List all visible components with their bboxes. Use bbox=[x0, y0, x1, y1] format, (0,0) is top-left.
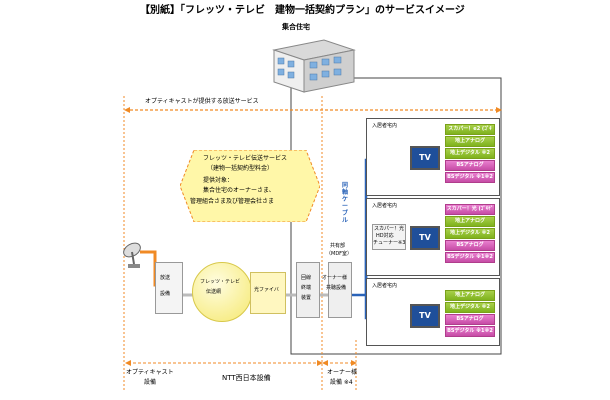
fiber-box bbox=[250, 272, 286, 314]
room-2-channel-1: スカパー！光 (ｺﾞｷｹﾞﾝﾁｬﾝﾈﾙ) bbox=[445, 204, 495, 215]
room-3-channel-2: 地上デジタル ※2 bbox=[445, 302, 495, 313]
bottom-owner-line2: 設備 ※4 bbox=[330, 379, 353, 386]
tuner-line3: チューナー※3 bbox=[373, 240, 406, 246]
fiber-label: 光ファイバ bbox=[254, 287, 279, 293]
satellite-dish-icon bbox=[123, 242, 141, 268]
flets-network-circle bbox=[192, 262, 252, 322]
callout-line4: 集合住宅のオーナーさま、 bbox=[203, 187, 275, 194]
room-1-channel-5: BSデジタル ※1※2 bbox=[445, 172, 495, 183]
room-2-channel-3: 地上デジタル ※2 bbox=[445, 228, 495, 239]
room-1-channel-4: BSアナログ bbox=[445, 160, 495, 171]
tuner-line2: HD対応 bbox=[376, 233, 394, 239]
apartment-building-icon bbox=[272, 39, 356, 93]
shared-area-line2: （MDF室） bbox=[326, 251, 353, 257]
bottom-owner-line1: オーナー様 bbox=[327, 369, 358, 376]
callout-line2: （建物一括契約型料金） bbox=[207, 165, 274, 172]
shared-area-line1: 共有部 bbox=[330, 243, 346, 249]
bottom-ntt: NTT西日本設備 bbox=[222, 374, 271, 382]
room-3-channel-4: BSデジタル ※1※2 bbox=[445, 326, 495, 337]
broadcast-equipment-frame bbox=[155, 262, 183, 314]
callout-line1: フレッツ・テレビ伝送サービス bbox=[203, 155, 288, 162]
callout-line5: 管理組合さま及び管理会社さま bbox=[190, 198, 275, 205]
terminal-line3: 装置 bbox=[301, 295, 312, 301]
room-2-channel-5: BSデジタル ※1※2 bbox=[445, 252, 495, 263]
terminal-line2: 終端 bbox=[301, 285, 312, 291]
bottom-opti-line1: オプティキャスト bbox=[126, 369, 174, 376]
room-1-channel-3: 地上デジタル ※2 bbox=[445, 148, 495, 159]
room-2-channel-2: 地上アナログ bbox=[445, 216, 495, 227]
flets-network-line2: 伝送網 bbox=[206, 289, 222, 295]
flets-network-line1: フレッツ・テレビ bbox=[200, 279, 241, 285]
building-label: 集合住宅 bbox=[282, 23, 310, 31]
terminal-line1: 回線 bbox=[301, 275, 312, 281]
callout-line3: 提供対象： bbox=[203, 177, 234, 184]
room-1-channel-2: 地上アナログ bbox=[445, 136, 495, 147]
owner-equipment-line1: オーナー様 bbox=[322, 275, 348, 281]
room-3-label: 入居者宅内 bbox=[372, 283, 398, 289]
tuner-box bbox=[372, 224, 406, 250]
room-3-channel-3: BSアナログ bbox=[445, 314, 495, 325]
room-1-channel-1: スカパー！e2 (ｺﾞｷｹﾞﾝﾁｬﾝﾈﾙ) bbox=[445, 124, 495, 135]
bottom-opti-line2: 設備 bbox=[144, 379, 157, 386]
room-1-label: 入居者宅内 bbox=[372, 123, 398, 129]
coax-label: 同軸ケーブル bbox=[342, 182, 349, 224]
tv-1: TV bbox=[410, 146, 440, 170]
owner-equipment-box bbox=[328, 262, 352, 318]
tv-3: TV bbox=[410, 304, 440, 328]
broadcast-equipment-line1: 放送 bbox=[160, 275, 171, 281]
room-2-label: 入居者宅内 bbox=[372, 203, 398, 209]
owner-equipment-line2: 共聴設備 bbox=[326, 285, 347, 291]
page-title: 【別紙】「フレッツ・テレビ 建物一括契約プラン」のサービスイメージ bbox=[140, 5, 465, 16]
room-3-channel-1: 地上アナログ bbox=[445, 290, 495, 301]
tv-2: TV bbox=[410, 226, 440, 250]
terminal-box bbox=[296, 262, 320, 318]
tuner-line1: スカパー！光 bbox=[374, 226, 405, 232]
callout-shape bbox=[180, 150, 320, 222]
room-2-channel-4: BSアナログ bbox=[445, 240, 495, 251]
broadcast-equipment-line2: 設備 bbox=[160, 291, 171, 297]
broadcast-service-label: オプティキャストが提供する放送サービス bbox=[145, 98, 259, 105]
